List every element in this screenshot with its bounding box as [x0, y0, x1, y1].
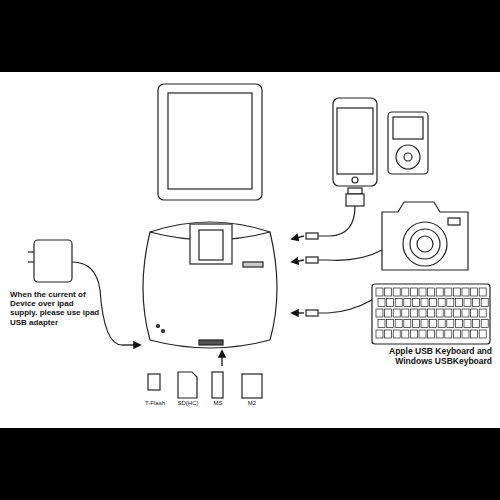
key — [393, 330, 400, 338]
key — [419, 309, 426, 317]
key — [376, 309, 383, 317]
card-label: MS — [205, 400, 231, 407]
key — [410, 309, 417, 317]
key — [462, 288, 469, 296]
key — [453, 288, 460, 296]
key — [404, 320, 411, 328]
ipod — [388, 112, 428, 174]
key — [455, 299, 462, 307]
card-label: SD(HC) — [170, 400, 206, 407]
key — [453, 330, 460, 338]
device-label: Apple USB Keyboard and Windows USBKeyboa… — [364, 347, 492, 367]
key — [473, 320, 480, 328]
key — [471, 309, 478, 317]
key — [421, 320, 428, 328]
key — [455, 320, 462, 328]
key — [410, 288, 417, 296]
key — [473, 299, 480, 307]
key — [447, 320, 454, 328]
key — [419, 330, 426, 338]
key — [387, 320, 394, 328]
key — [404, 299, 411, 307]
iphone — [333, 98, 377, 186]
key — [376, 330, 383, 338]
key — [479, 309, 486, 317]
key — [378, 299, 385, 307]
key — [376, 288, 383, 296]
key — [430, 320, 437, 328]
key — [412, 320, 419, 328]
key — [395, 320, 402, 328]
key — [421, 299, 428, 307]
key — [438, 299, 445, 307]
key — [428, 330, 435, 338]
key — [402, 309, 409, 317]
key — [445, 288, 452, 296]
note-text: When the current of Device over ipad sup… — [10, 290, 102, 327]
key — [471, 330, 478, 338]
keyboard — [372, 284, 490, 344]
m2-card — [242, 374, 262, 398]
key — [402, 330, 409, 338]
key — [436, 330, 443, 338]
bottom-band — [0, 428, 500, 500]
ipad — [158, 84, 262, 200]
key — [436, 288, 443, 296]
hub — [143, 222, 277, 348]
key — [464, 320, 471, 328]
key — [419, 288, 426, 296]
key — [438, 320, 445, 328]
key — [479, 330, 486, 338]
key — [481, 320, 488, 328]
key — [385, 288, 392, 296]
key — [462, 330, 469, 338]
key — [464, 299, 471, 307]
key — [378, 320, 385, 328]
card-label: M2 — [238, 400, 266, 407]
key — [436, 309, 443, 317]
key — [395, 299, 402, 307]
key — [410, 330, 417, 338]
key — [393, 309, 400, 317]
card-label: T-Flash — [138, 400, 172, 407]
key — [445, 309, 452, 317]
sd-card — [178, 372, 197, 398]
key — [428, 288, 435, 296]
key — [479, 288, 486, 296]
key — [393, 288, 400, 296]
power-adapter — [34, 240, 72, 282]
tflash-card — [148, 374, 160, 390]
key — [430, 299, 437, 307]
key — [453, 309, 460, 317]
key — [481, 299, 488, 307]
key — [385, 309, 392, 317]
key — [412, 299, 419, 307]
key — [402, 288, 409, 296]
key — [385, 330, 392, 338]
camera — [382, 202, 468, 270]
top-band — [0, 0, 500, 72]
key — [447, 299, 454, 307]
key — [462, 309, 469, 317]
key — [445, 330, 452, 338]
key — [471, 288, 478, 296]
key — [428, 309, 435, 317]
key — [387, 299, 394, 307]
ms-card — [212, 372, 223, 398]
